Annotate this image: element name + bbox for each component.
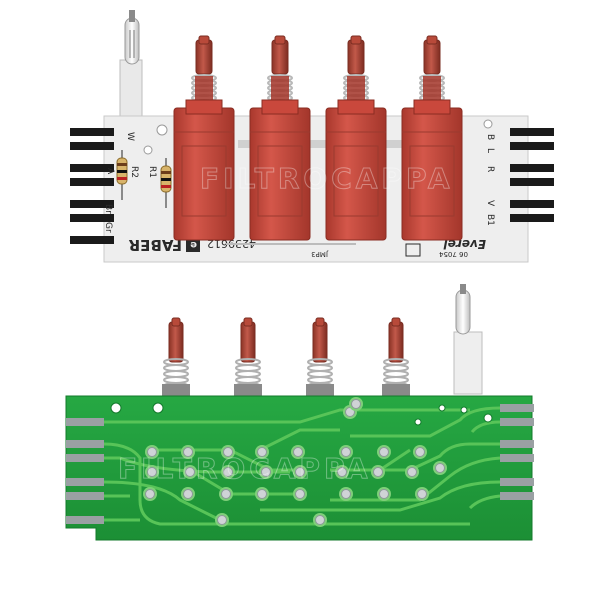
solder-joint [315,515,325,525]
neon-lamp-bottom [453,284,483,395]
label-w: W [125,132,135,141]
bottom-board [65,284,534,541]
solder-joint [223,467,233,477]
push-switch-3 [325,35,387,241]
label-r: R [485,166,495,172]
solder-joint [415,447,425,457]
solder-joint [341,489,351,499]
solder-joint [257,447,267,457]
solder-joint [379,447,389,457]
left-connector-pads [70,128,114,244]
solder-joint [295,467,305,477]
solder-joint [223,447,233,457]
solder-joint [379,489,389,499]
brand-faber: FABER [128,236,182,254]
label-a: A [105,168,115,175]
solder-joints [143,397,447,527]
solder-joint [351,399,361,409]
push-switch-2 [249,35,311,241]
solder-joint [183,447,193,457]
push-switch-4 [401,35,463,241]
solder-joint [145,489,155,499]
solder-joint [147,447,157,457]
solder-joint [147,467,157,477]
solder-joint [221,489,231,499]
label-r1: R1 [147,166,157,178]
label-v: V [485,200,495,207]
brand-logo: e [186,238,200,252]
plunger-2 [234,317,262,396]
solder-joint [185,467,195,477]
label-r2: R2 [129,166,139,178]
label-b1: B1 [485,214,495,226]
switch-row-top [173,35,463,241]
jumper-label: JMP3 [311,250,329,258]
solder-joint [183,489,193,499]
certification-mark [405,243,421,257]
top-board: W A R2 Br Gr R1 L B R V B1 e FABER 42396… [70,10,554,263]
solder-joint [407,467,417,477]
plunger-1 [162,317,190,396]
plunger-4 [382,317,410,396]
bottom-edge-pads [66,404,534,524]
resistor-r1 [160,158,172,208]
label-gr: Gr [103,222,113,233]
solder-joint [217,515,227,525]
solder-joint [337,467,347,477]
solder-joint [341,447,351,457]
push-switch-1 [173,35,235,241]
solder-joint [293,447,303,457]
svg-text:e: e [190,239,197,250]
solder-joint [257,489,267,499]
solder-joint [295,489,305,499]
right-connector-pads [510,128,554,222]
solder-joint [261,467,271,477]
neon-lamp-top [119,10,143,131]
solder-joint [373,467,383,477]
label-l: L [485,148,495,153]
plunger-3 [306,317,334,396]
solder-joint [417,489,427,499]
resistor-r2 [116,150,128,200]
label-br: Br [103,204,113,214]
watermark-top: FILTROCAPPA [200,162,454,195]
watermark-bottom: FILTROCAPPA [118,452,372,485]
plunger-row-bottom [162,317,410,396]
solder-joint [435,463,445,473]
board-code: 06 7054 [439,250,468,258]
label-b: B [485,134,495,140]
